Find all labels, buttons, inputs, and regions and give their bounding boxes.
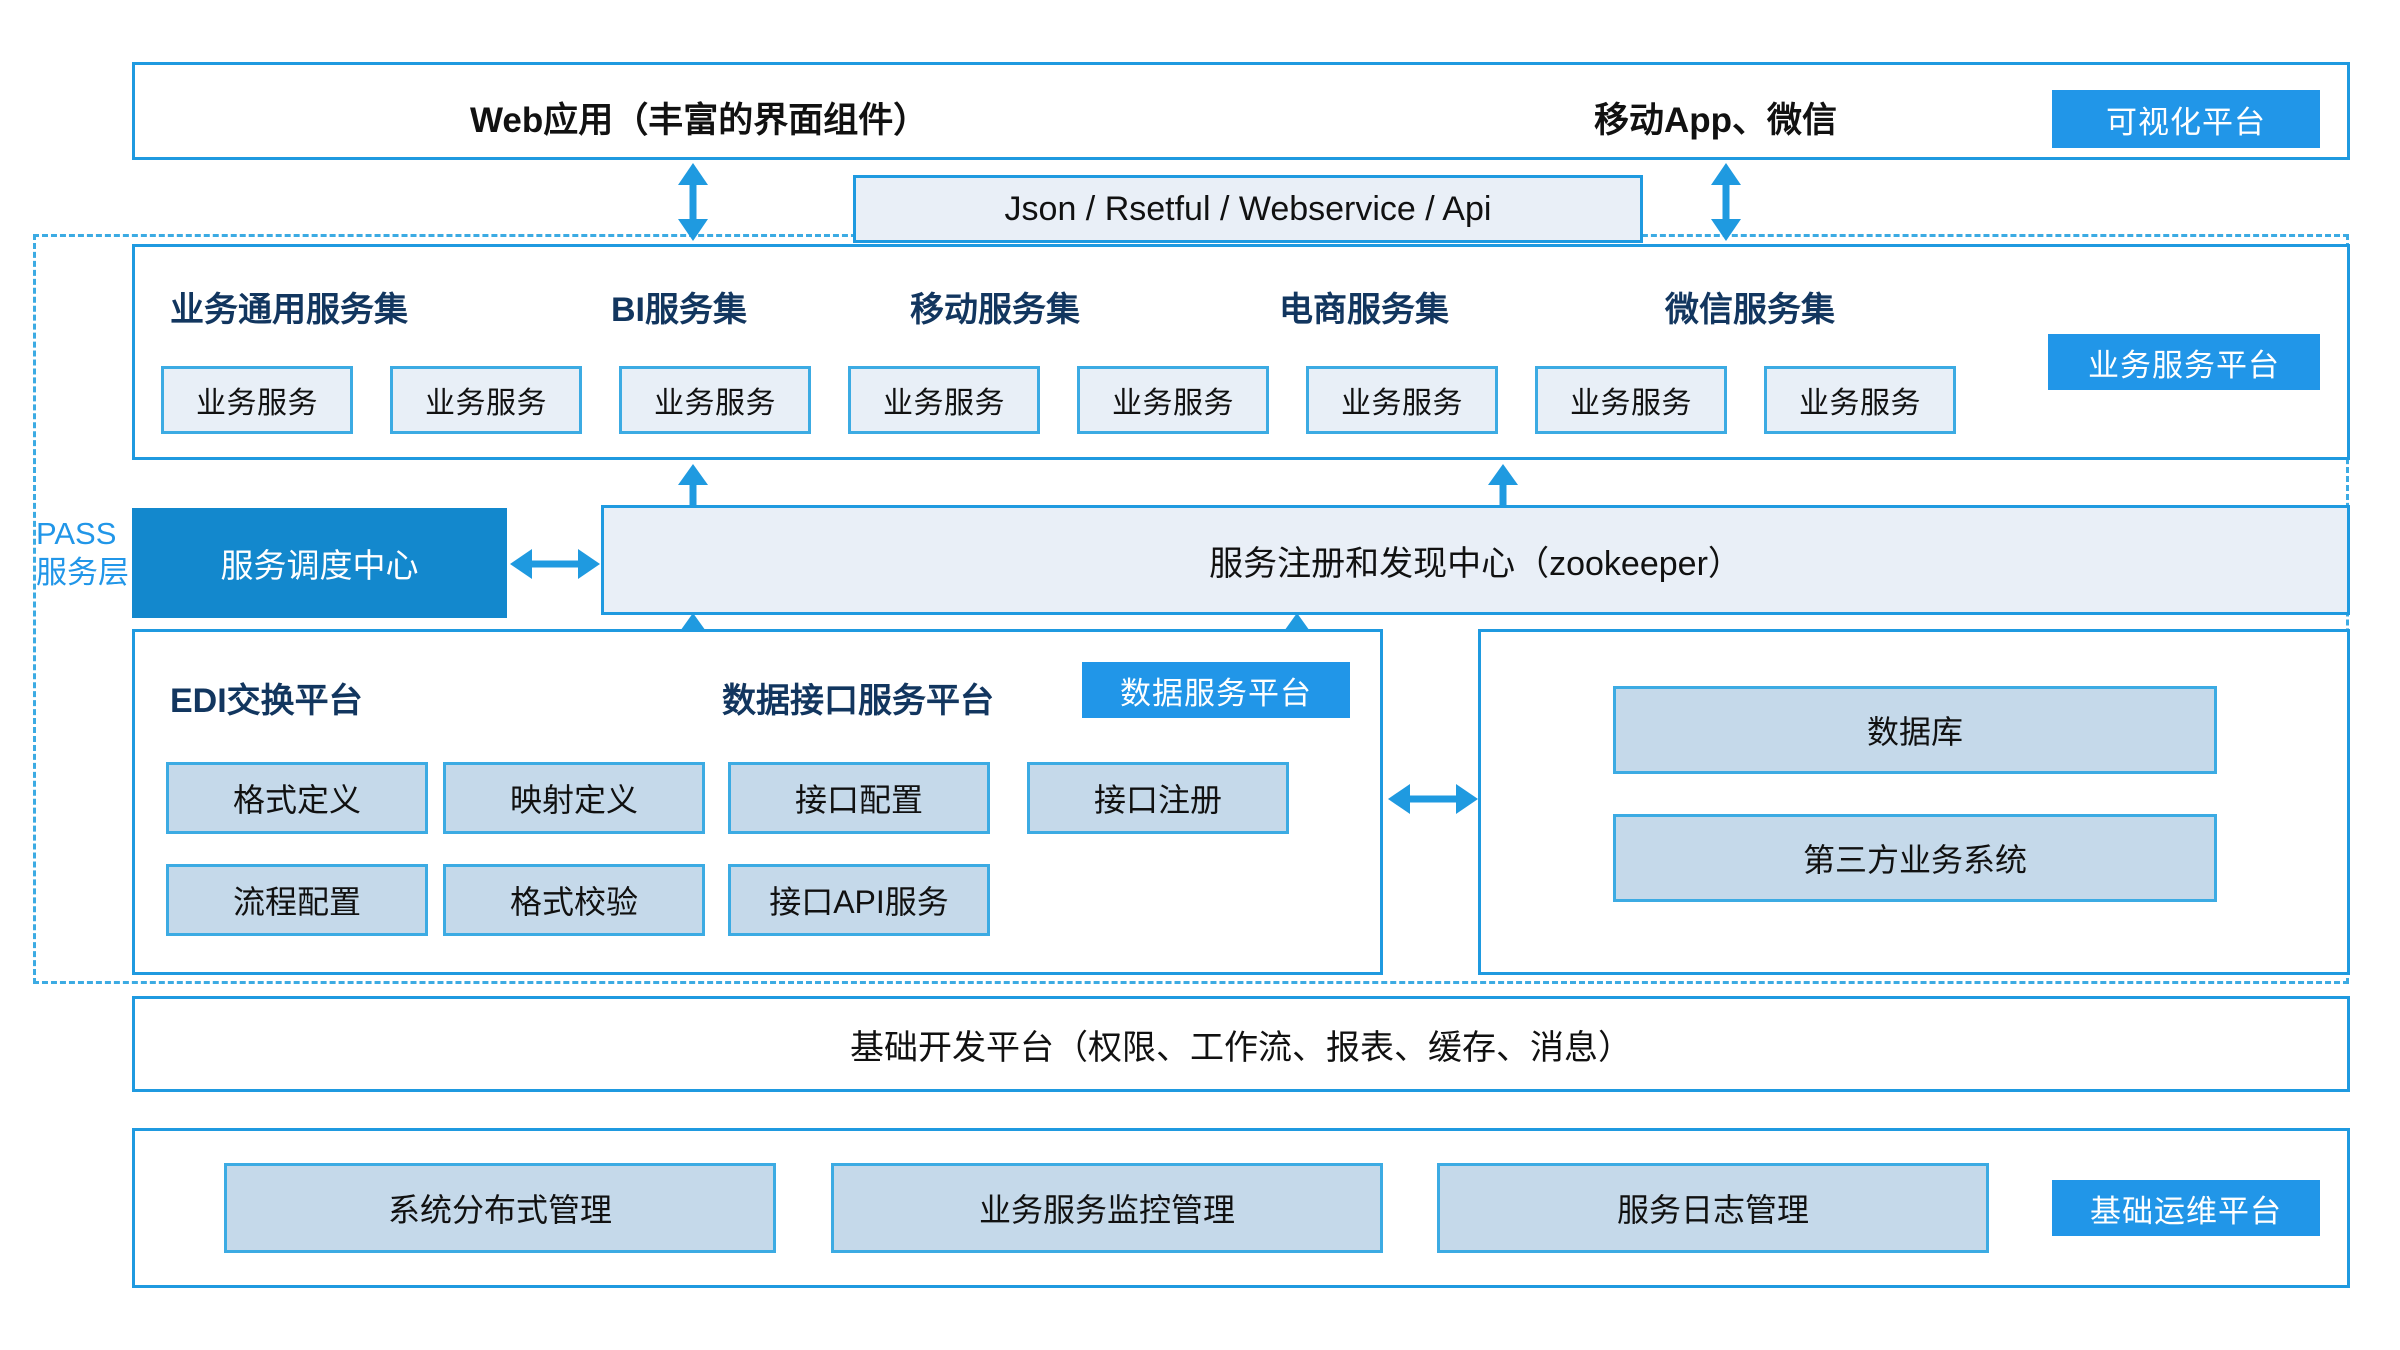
pass-layer-label-line1: PASS (36, 516, 117, 551)
service-registry-center-band: 服务注册和发现中心（zookeeper） (601, 505, 2350, 615)
external-systems-panel (1478, 629, 2350, 975)
ops-item-service-log[interactable]: 服务日志管理 (1437, 1163, 1989, 1253)
visualization-platform-badge[interactable]: 可视化平台 (2052, 90, 2320, 148)
edi-platform-title: EDI交换平台 (170, 682, 363, 720)
edi-item-process-config[interactable]: 流程配置 (166, 864, 428, 936)
service-set-title-3: 电商服务集 (1279, 291, 1449, 329)
arrow-data-service-to-external (1388, 784, 1478, 814)
edi-item-mapping-definition[interactable]: 映射定义 (443, 762, 705, 834)
web-app-label: Web应用（丰富的界面组件） (470, 101, 929, 140)
edi-item-format-definition[interactable]: 格式定义 (166, 762, 428, 834)
mobile-app-label: 移动App、微信 (1594, 101, 1838, 140)
business-service-box-0[interactable]: 业务服务 (161, 366, 353, 434)
data-interface-item-api-service[interactable]: 接口API服务 (728, 864, 990, 936)
base-dev-platform-panel (132, 996, 2350, 1092)
service-set-title-2: 移动服务集 (910, 291, 1080, 329)
service-set-title-4: 微信服务集 (1665, 291, 1835, 329)
data-interface-item-config[interactable]: 接口配置 (728, 762, 990, 834)
business-service-box-1[interactable]: 业务服务 (390, 366, 582, 434)
data-service-platform-badge[interactable]: 数据服务平台 (1082, 662, 1350, 718)
api-band: Json / Rsetful / Webservice / Api (853, 175, 1643, 243)
data-interface-platform-title: 数据接口服务平台 (722, 682, 994, 720)
service-dispatch-center-box[interactable]: 服务调度中心 (132, 508, 507, 618)
business-service-platform-badge[interactable]: 业务服务平台 (2048, 334, 2320, 390)
ops-item-distributed-management[interactable]: 系统分布式管理 (224, 1163, 776, 1253)
pass-layer-label-line2: 服务层 (36, 554, 129, 590)
business-service-box-4[interactable]: 业务服务 (1077, 366, 1269, 434)
service-set-title-1: BI服务集 (611, 291, 747, 329)
business-service-box-6[interactable]: 业务服务 (1535, 366, 1727, 434)
data-interface-item-register[interactable]: 接口注册 (1027, 762, 1289, 834)
business-service-box-2[interactable]: 业务服务 (619, 366, 811, 434)
edi-item-format-validation[interactable]: 格式校验 (443, 864, 705, 936)
database-box[interactable]: 数据库 (1613, 686, 2217, 774)
arrow-dispatch-to-registry (510, 549, 600, 579)
business-service-box-7[interactable]: 业务服务 (1764, 366, 1956, 434)
third-party-system-box[interactable]: 第三方业务系统 (1613, 814, 2217, 902)
ops-item-service-monitoring[interactable]: 业务服务监控管理 (831, 1163, 1383, 1253)
base-dev-platform-label: 基础开发平台（权限、工作流、报表、缓存、消息） (850, 1028, 1632, 1067)
service-set-title-0: 业务通用服务集 (170, 291, 408, 329)
business-service-box-3[interactable]: 业务服务 (848, 366, 1040, 434)
arrow-mobile-to-api (1711, 163, 1741, 241)
business-service-box-5[interactable]: 业务服务 (1306, 366, 1498, 434)
pass-layer-label: PASS 服务层 (36, 515, 226, 593)
arrow-web-to-api (678, 163, 708, 241)
presentation-layer-panel (132, 62, 2350, 160)
ops-platform-badge[interactable]: 基础运维平台 (2052, 1180, 2320, 1236)
